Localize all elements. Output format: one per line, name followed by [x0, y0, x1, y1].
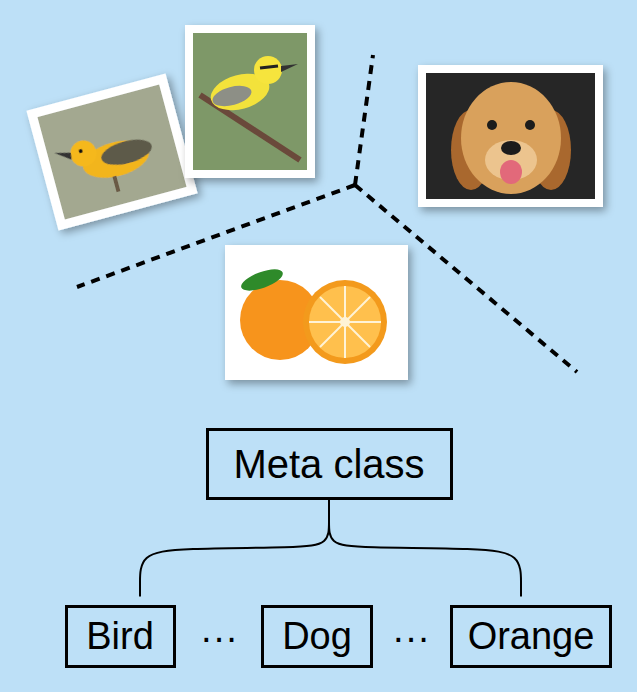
class-box: Orange — [450, 605, 612, 668]
ellipsis: ··· — [200, 619, 238, 657]
dog-photo — [418, 65, 603, 207]
class-name: Orange — [468, 617, 595, 655]
class-name: Meta class — [233, 444, 424, 484]
ellipsis: ··· — [392, 619, 430, 657]
orange-photo — [225, 245, 408, 380]
class-box: Bird — [65, 605, 176, 668]
class-name: Bird — [86, 617, 154, 655]
brace-connector — [329, 500, 521, 597]
bird-photo — [185, 25, 315, 178]
class-name: Dog — [282, 617, 352, 655]
meta-class-box: Meta class — [206, 428, 453, 500]
brace-connector — [140, 500, 329, 597]
bird-photo — [26, 73, 197, 230]
class-box: Dog — [261, 605, 373, 668]
